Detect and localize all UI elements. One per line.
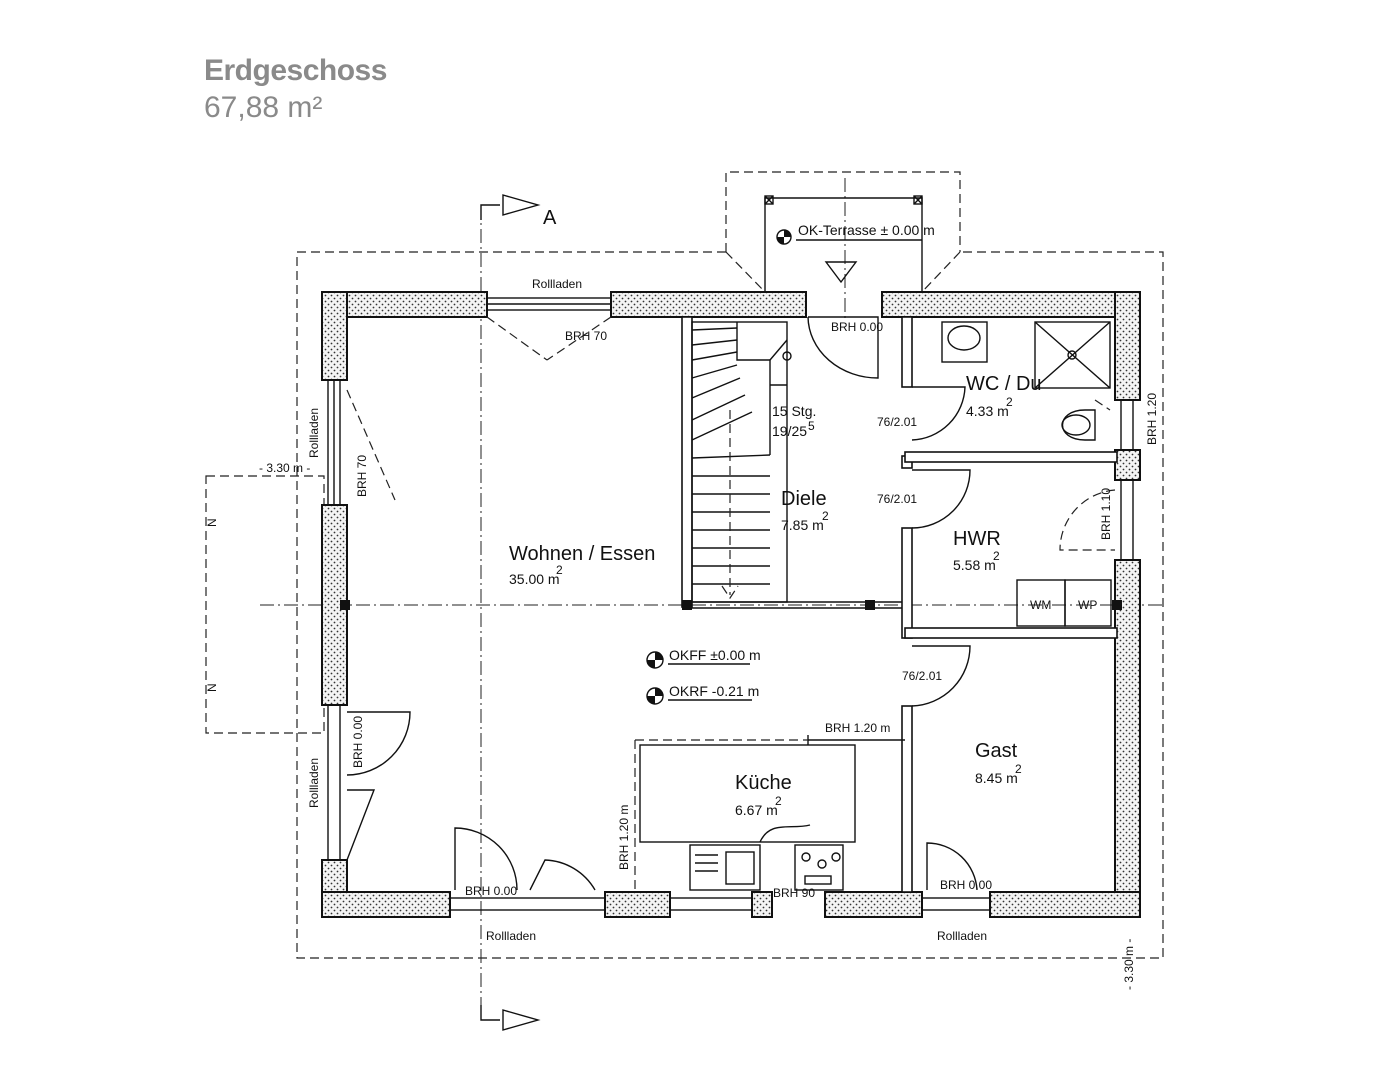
windows (327, 297, 1134, 911)
door-size-hwr: 76/2.01 (877, 492, 917, 506)
area-exp-hwr: 2 (993, 549, 1000, 563)
section-letter: A (543, 207, 557, 229)
appliance-wp: WP (1078, 598, 1097, 612)
brh-kitchen-side: BRH 1.20 m (617, 805, 631, 870)
area-exp-diele: 2 (822, 509, 829, 523)
terrace (725, 195, 961, 293)
rollladen-left-upper: Rollladen (307, 408, 321, 458)
appliance-wm: WM (1030, 598, 1051, 612)
area-exp-wc: 2 (1006, 395, 1013, 409)
rollladen-left-lower: Rollladen (307, 758, 321, 808)
brh-wc-window: BRH 1.20 (1145, 393, 1159, 445)
room-area-hwr: 5.58 m (953, 557, 996, 573)
okrf-label: OKRF -0.21 m (669, 683, 759, 699)
marker-n-upper: N (205, 518, 219, 527)
axis-lines (260, 178, 1165, 1020)
section-marker-bottom (480, 1005, 541, 1031)
brh-gast-window: BRH 0.00 (940, 878, 992, 892)
brh-kitchen-window: BRH 90 (773, 886, 815, 900)
room-name-diele: Diele (781, 488, 827, 510)
level-symbols (646, 229, 922, 705)
stairs-steps: 15 Stg. (772, 403, 816, 419)
area-exp-kueche: 2 (775, 794, 782, 808)
brh-left-door: BRH 0.00 (351, 716, 365, 768)
floor-title: Erdgeschoss (204, 54, 387, 87)
rollladen-top: Rollladen (532, 277, 582, 291)
appliances (1016, 579, 1112, 627)
doors (346, 316, 1116, 891)
staircase (691, 321, 792, 603)
room-name-gast: Gast (975, 740, 1018, 762)
marker-n-lower: N (205, 683, 219, 692)
exterior-walls (321, 291, 1141, 918)
brh-kitchen-pass: BRH 1.20 m (825, 721, 890, 735)
area-exp-wohnen: 2 (556, 563, 563, 577)
brh-terrace-door: BRH 0.00 (831, 320, 883, 334)
brh-top-window: BRH 70 (565, 329, 607, 343)
room-area-diele: 7.85 m (781, 517, 824, 533)
room-area-gast: 8.45 m (975, 770, 1018, 786)
door-size-wc: 76/2.01 (877, 415, 917, 429)
brh-hwr-window: BRH 1.10 (1099, 488, 1113, 540)
stairs-ratio: 19/25 (772, 423, 807, 439)
terrace-level-label: OK-Terrasse ± 0.00 m (798, 222, 935, 238)
room-name-wohnen: Wohnen / Essen (509, 543, 655, 565)
floor-area: 67,88 m² (204, 91, 323, 124)
dimension-right: - 3.30 m - (1122, 939, 1136, 990)
door-size-gast: 76/2.01 (902, 669, 942, 683)
room-area-wc: 4.33 m (966, 403, 1009, 419)
rollladen-bottom-right: Rollladen (937, 929, 987, 943)
bathroom-fixtures (941, 321, 1111, 441)
section-marker-top (480, 194, 541, 220)
room-area-wohnen: 35.00 m (509, 571, 560, 587)
brh-bottom-left-door: BRH 0.00 (465, 884, 517, 898)
room-name-kueche: Küche (735, 772, 792, 794)
room-name-hwr: HWR (953, 528, 1001, 550)
rollladen-bottom-left: Rollladen (486, 929, 536, 943)
okff-label: OKFF ±0.00 m (669, 647, 761, 663)
brh-left-window: BRH 70 (355, 455, 369, 497)
kitchen-fixtures (639, 744, 856, 891)
stairs-ratio-exp: 5 (808, 419, 815, 433)
dimension-left: - 3.30 m - (259, 461, 310, 475)
room-name-wc: WC / Du (966, 373, 1042, 395)
plan-header: Erdgeschoss 67,88 m² (204, 52, 387, 126)
area-exp-gast: 2 (1015, 762, 1022, 776)
room-area-kueche: 6.67 m (735, 802, 778, 818)
